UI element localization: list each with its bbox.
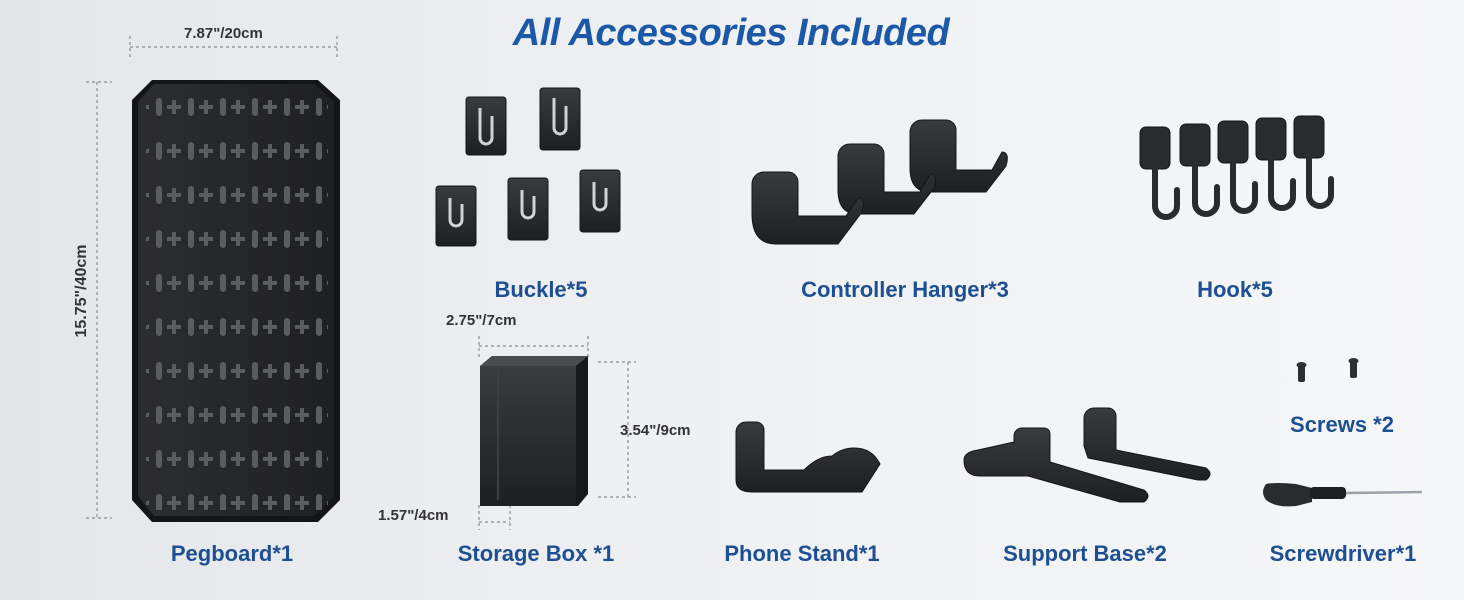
support-base-label: Support Base*2: [1003, 541, 1167, 566]
screwdriver-label: Screwdriver*1: [1269, 541, 1417, 566]
hook-label: Hook*5: [1197, 277, 1273, 302]
box-height-label: 3.54"/9cm: [620, 422, 691, 439]
pegboard-label: Pegboard*1: [170, 541, 294, 566]
box-depth-label: 1.57"/4cm: [378, 507, 449, 524]
storage-box-label: Storage Box *1: [457, 541, 615, 566]
pegboard-width-dimension-line: [129, 36, 338, 60]
screws-image: [1296, 358, 1359, 382]
pegboard-height-dimension-line: [86, 81, 112, 519]
phone-stand-image: [735, 421, 881, 493]
controller-hanger-image: [751, 119, 1008, 245]
screws-label: Screws *2: [1290, 412, 1394, 437]
hook-image: [1139, 115, 1334, 220]
page-title: All Accessories Included: [512, 12, 950, 54]
storage-box-image: [480, 356, 588, 506]
pegboard-height-label: 15.75"/40cm: [73, 244, 90, 338]
support-base-image: [963, 407, 1211, 503]
phone-stand-label: Phone Stand*1: [724, 541, 880, 566]
box-width-label: 2.75"/7cm: [446, 312, 517, 329]
buckle-image: [435, 87, 621, 247]
screwdriver-image: [1263, 483, 1423, 507]
buckle-label: Buckle*5: [494, 277, 588, 302]
controller-hanger-label: Controller Hanger*3: [801, 277, 1009, 302]
pegboard-image: [132, 80, 340, 522]
pegboard-width-label: 7.87"/20cm: [184, 25, 263, 42]
